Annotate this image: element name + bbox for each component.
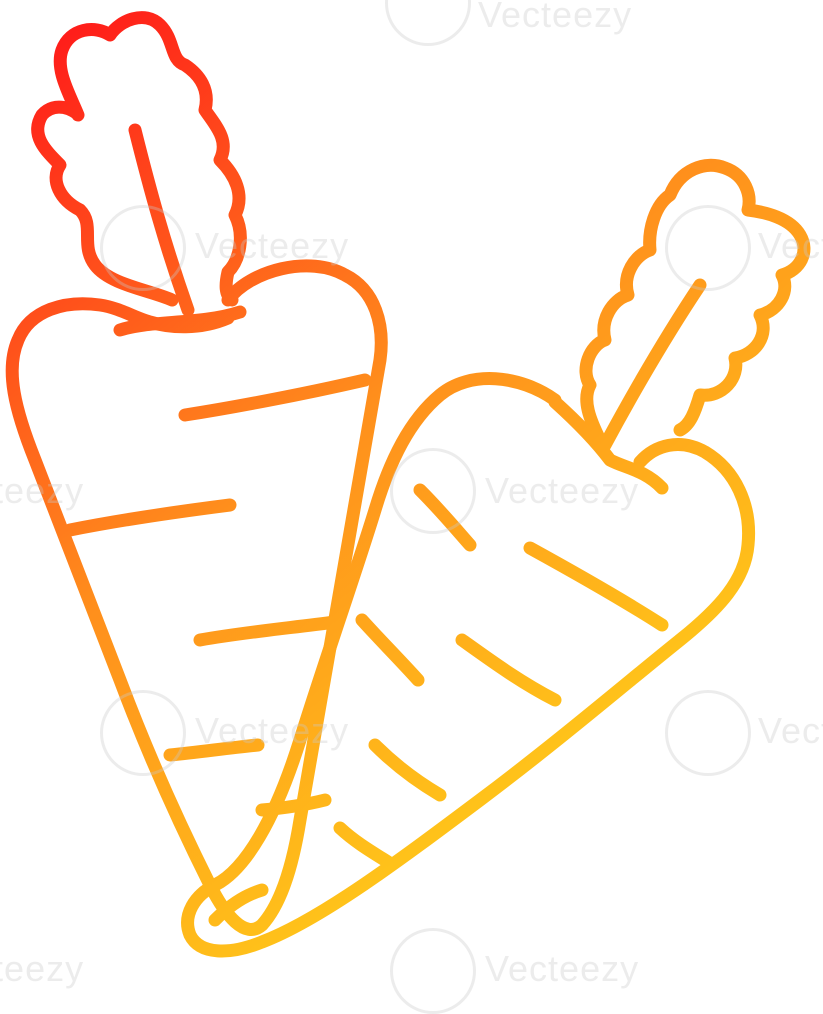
carrots-illustration <box>5 11 811 958</box>
right-carrot-ridge <box>355 613 425 687</box>
right-carrot-leaf-stem <box>598 278 707 452</box>
right-carrot-ridge <box>523 541 669 632</box>
right-carrot-tip-inner <box>208 883 269 927</box>
left-carrot-ridge <box>63 498 237 537</box>
left-carrot-ridge <box>193 615 342 647</box>
right-carrot-body <box>181 372 756 958</box>
left-carrot-ridge <box>163 738 265 762</box>
right-carrot-leaves <box>579 158 811 447</box>
left-carrot-top-curve <box>113 305 247 337</box>
left-carrot-body <box>5 259 388 936</box>
left-carrot-ridge <box>178 373 372 422</box>
right-carrot-ridge <box>455 633 562 707</box>
left-carrot-leaf-stem <box>128 123 195 317</box>
right-carrot-ridge <box>333 821 395 869</box>
right-carrot-ridge <box>413 483 477 552</box>
right-carrot-top-notch <box>548 395 669 495</box>
right-carrot-ridge <box>368 738 447 802</box>
left-carrot-leaves <box>31 11 247 307</box>
